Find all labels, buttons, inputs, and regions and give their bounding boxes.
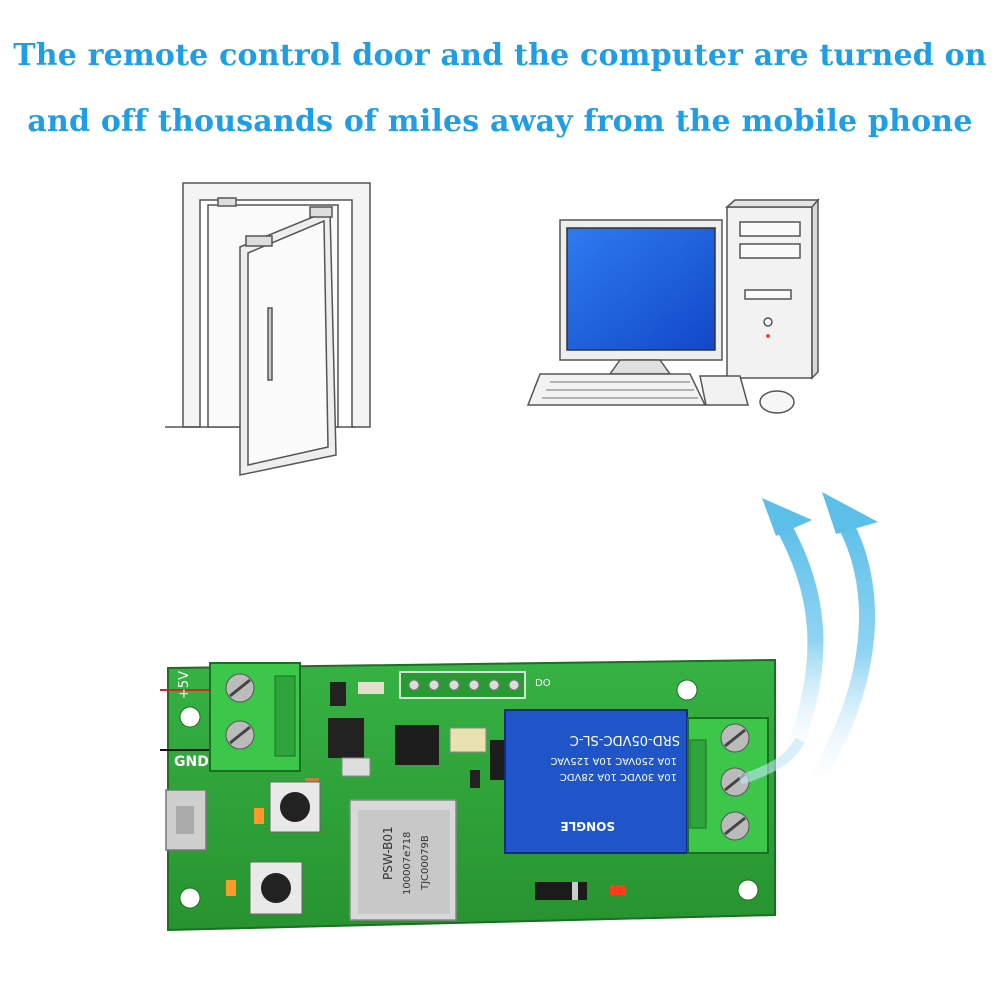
door-illustration xyxy=(165,182,371,476)
header-label: DO xyxy=(535,678,551,689)
relay-rating-2: 10A 30VDC 10A 28VDC xyxy=(560,771,677,782)
module-id: TJC00079B xyxy=(420,835,431,891)
relay-model: SRD-05VDC-SL-C xyxy=(570,732,680,747)
computer-illustration xyxy=(526,197,820,414)
module-model: PSW-B01 xyxy=(381,826,395,880)
gnd-label: GND xyxy=(174,754,209,770)
pin-header xyxy=(399,671,526,699)
headline-line-2: and off thousands of miles away from the… xyxy=(27,104,973,139)
module-code: 100007e718 xyxy=(402,832,413,895)
relay-brand: SONGLE xyxy=(560,819,615,833)
vcc-label: +5V xyxy=(177,671,192,699)
relay-rating-1: 10A 250VAC 10A 125VAC xyxy=(550,755,677,766)
relay xyxy=(504,709,688,854)
headline-line-1: The remote control door and the computer… xyxy=(13,38,987,73)
signal-arrows xyxy=(762,492,878,795)
wifi-relay-board: +5V GND DO PSW-B01 xyxy=(160,658,776,932)
